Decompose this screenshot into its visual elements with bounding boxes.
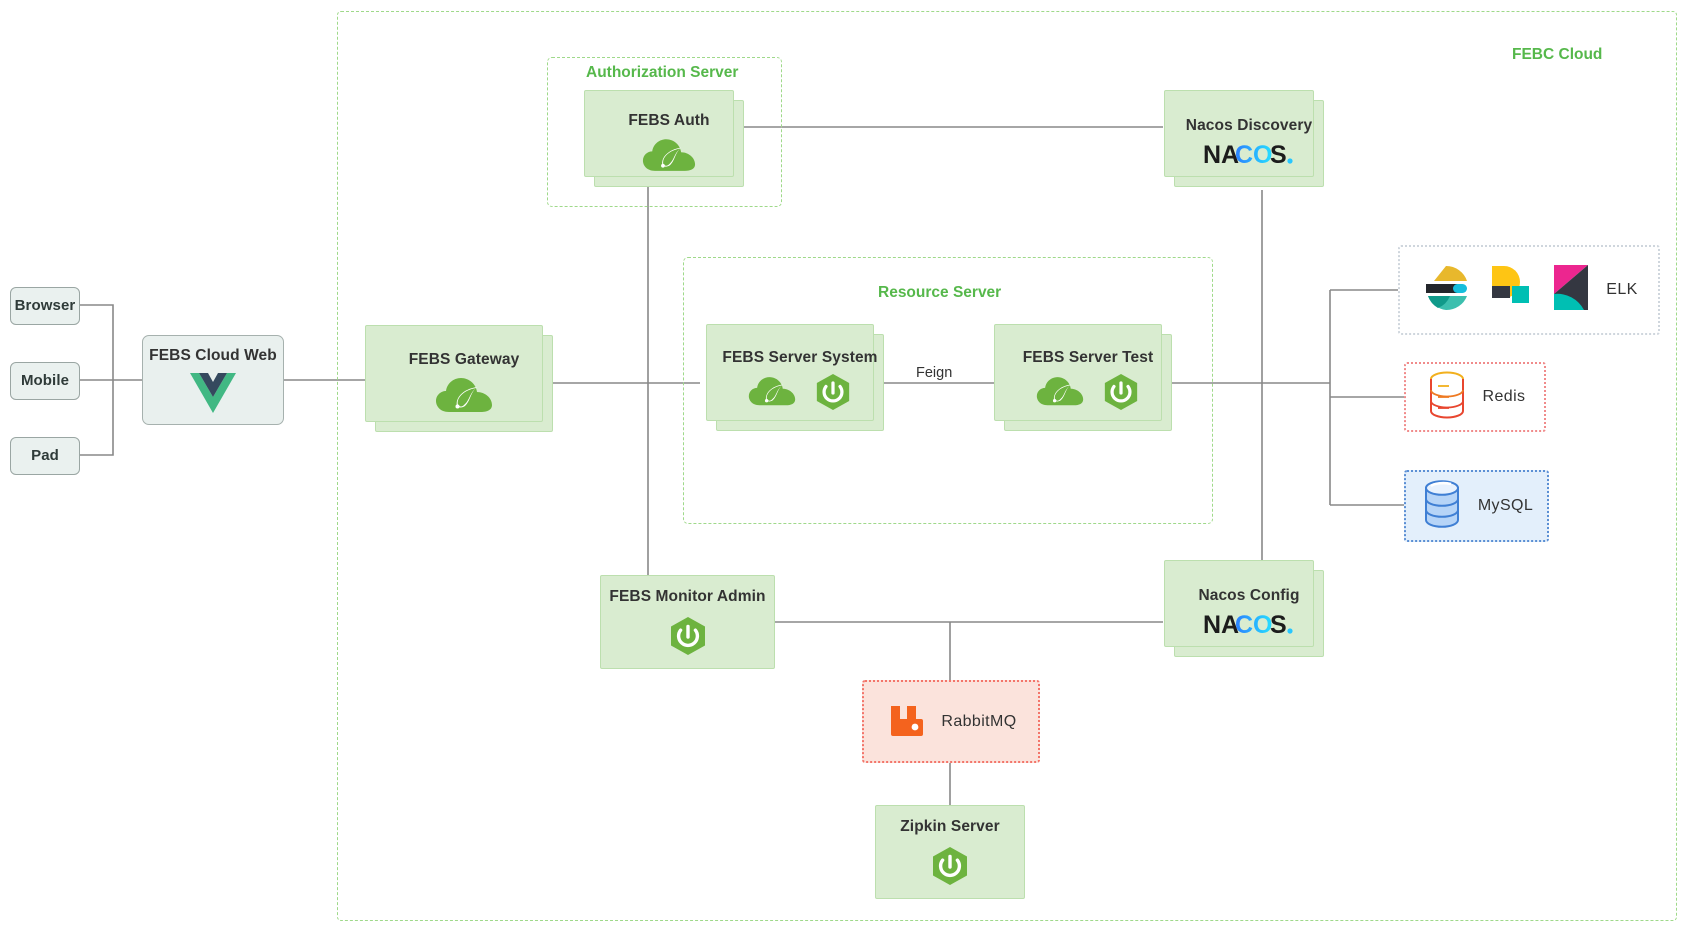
- node-febs-gateway[interactable]: FEBS Gateway: [365, 325, 553, 432]
- febs-server-test-label: FEBS Server Test: [1022, 349, 1154, 367]
- svg-text:S: S: [1270, 141, 1287, 169]
- logstash-icon: [1482, 262, 1534, 319]
- spring-cloud-icon: [1036, 375, 1084, 414]
- spring-cloud-icon: [748, 375, 796, 414]
- nacos-discovery-label: Nacos Discovery: [1185, 116, 1313, 134]
- redis-database-icon: [1425, 370, 1469, 425]
- resource-server-label: Resource Server: [878, 284, 1002, 301]
- febc-cloud-boundary: [337, 11, 1677, 921]
- edge-label-feign: Feign: [911, 365, 958, 381]
- authorization-server-group: [547, 57, 782, 207]
- febs-auth-label: FEBS Auth: [628, 111, 710, 129]
- node-febs-auth[interactable]: FEBS Auth: [584, 90, 744, 187]
- spring-boot-icon: [814, 373, 852, 416]
- rabbitmq-icon: [885, 698, 927, 745]
- spring-boot-icon: [1102, 373, 1140, 416]
- node-febs-cloud-web[interactable]: FEBS Cloud Web: [142, 335, 284, 425]
- authorization-server-label: Authorization Server: [586, 64, 739, 81]
- spring-cloud-icon: [642, 137, 696, 175]
- nacos-config-label: Nacos Config: [1198, 586, 1300, 604]
- svg-text:NA: NA: [1203, 141, 1239, 169]
- rabbitmq-label: RabbitMQ: [941, 712, 1017, 730]
- spring-cloud-icon: [435, 376, 493, 416]
- node-febs-server-test[interactable]: FEBS Server Test: [994, 324, 1172, 431]
- service-rabbitmq[interactable]: RabbitMQ: [862, 680, 1040, 763]
- kibana-icon: [1544, 262, 1596, 319]
- resource-server-group: [683, 257, 1213, 524]
- client-mobile-label: Mobile: [20, 371, 70, 389]
- elasticsearch-icon: [1420, 262, 1472, 319]
- febs-server-system-label: FEBS Server System: [722, 349, 878, 367]
- client-browser[interactable]: Browser: [10, 287, 80, 325]
- febs-monitor-admin-label: FEBS Monitor Admin: [609, 588, 766, 606]
- client-pad[interactable]: Pad: [10, 437, 80, 475]
- service-redis[interactable]: Redis: [1404, 362, 1546, 432]
- node-febs-monitor-admin[interactable]: FEBS Monitor Admin: [600, 575, 775, 669]
- spring-boot-icon: [668, 616, 708, 656]
- service-elk[interactable]: ELK: [1398, 245, 1660, 335]
- node-febs-server-system[interactable]: FEBS Server System: [706, 324, 884, 431]
- nacos-logo: NA CO S: [1203, 610, 1295, 640]
- spring-boot-icon: [930, 846, 970, 886]
- svg-text:CO: CO: [1235, 141, 1273, 169]
- febc-cloud-label: FEBC Cloud: [1512, 46, 1603, 63]
- client-mobile[interactable]: Mobile: [10, 362, 80, 400]
- svg-text:CO: CO: [1235, 611, 1273, 639]
- service-mysql[interactable]: MySQL: [1404, 470, 1549, 542]
- client-pad-label: Pad: [31, 446, 59, 464]
- vue-icon: [190, 372, 236, 413]
- svg-text:NA: NA: [1203, 611, 1239, 639]
- febs-cloud-web-label: FEBS Cloud Web: [149, 347, 277, 365]
- mysql-database-icon: [1420, 478, 1464, 535]
- svg-text:S: S: [1270, 611, 1287, 639]
- node-nacos-discovery[interactable]: Nacos Discovery NA CO S: [1164, 90, 1324, 187]
- node-nacos-config[interactable]: Nacos Config NA CO S: [1164, 560, 1324, 657]
- febs-gateway-label: FEBS Gateway: [408, 350, 520, 368]
- redis-label: Redis: [1482, 388, 1526, 405]
- client-browser-label: Browser: [14, 296, 76, 314]
- mysql-label: MySQL: [1477, 497, 1534, 514]
- node-zipkin-server[interactable]: Zipkin Server: [875, 805, 1025, 899]
- zipkin-server-label: Zipkin Server: [900, 818, 1000, 836]
- nacos-logo: NA CO S: [1203, 140, 1295, 170]
- elk-label: ELK: [1606, 281, 1638, 298]
